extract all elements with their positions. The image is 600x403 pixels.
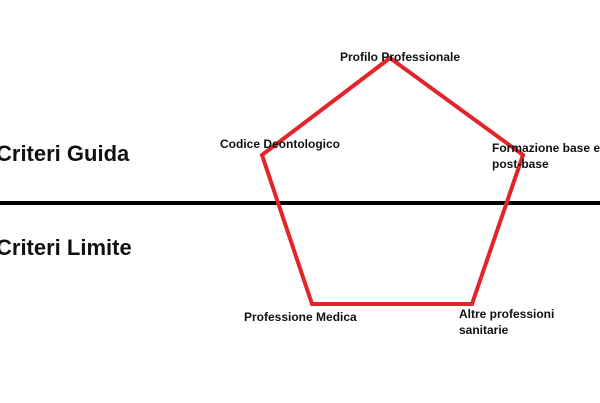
node-label-formazione-line1: Formazione base e: [492, 141, 600, 155]
node-label-professione-medica: Professione Medica: [244, 310, 357, 324]
node-label-profilo: Profilo Professionale: [340, 50, 460, 64]
region-label-guida: Criteri Guida: [0, 141, 130, 166]
region-label-limite: Criteri Limite: [0, 235, 132, 260]
node-label-formazione-line2: post-base: [492, 157, 549, 171]
node-label-codice: Codice Deontologico: [220, 137, 340, 151]
node-label-altre-line2: sanitarie: [459, 323, 509, 337]
node-label-altre-line1: Altre professioni: [459, 307, 554, 321]
criteria-pentagon: [259, 55, 526, 306]
